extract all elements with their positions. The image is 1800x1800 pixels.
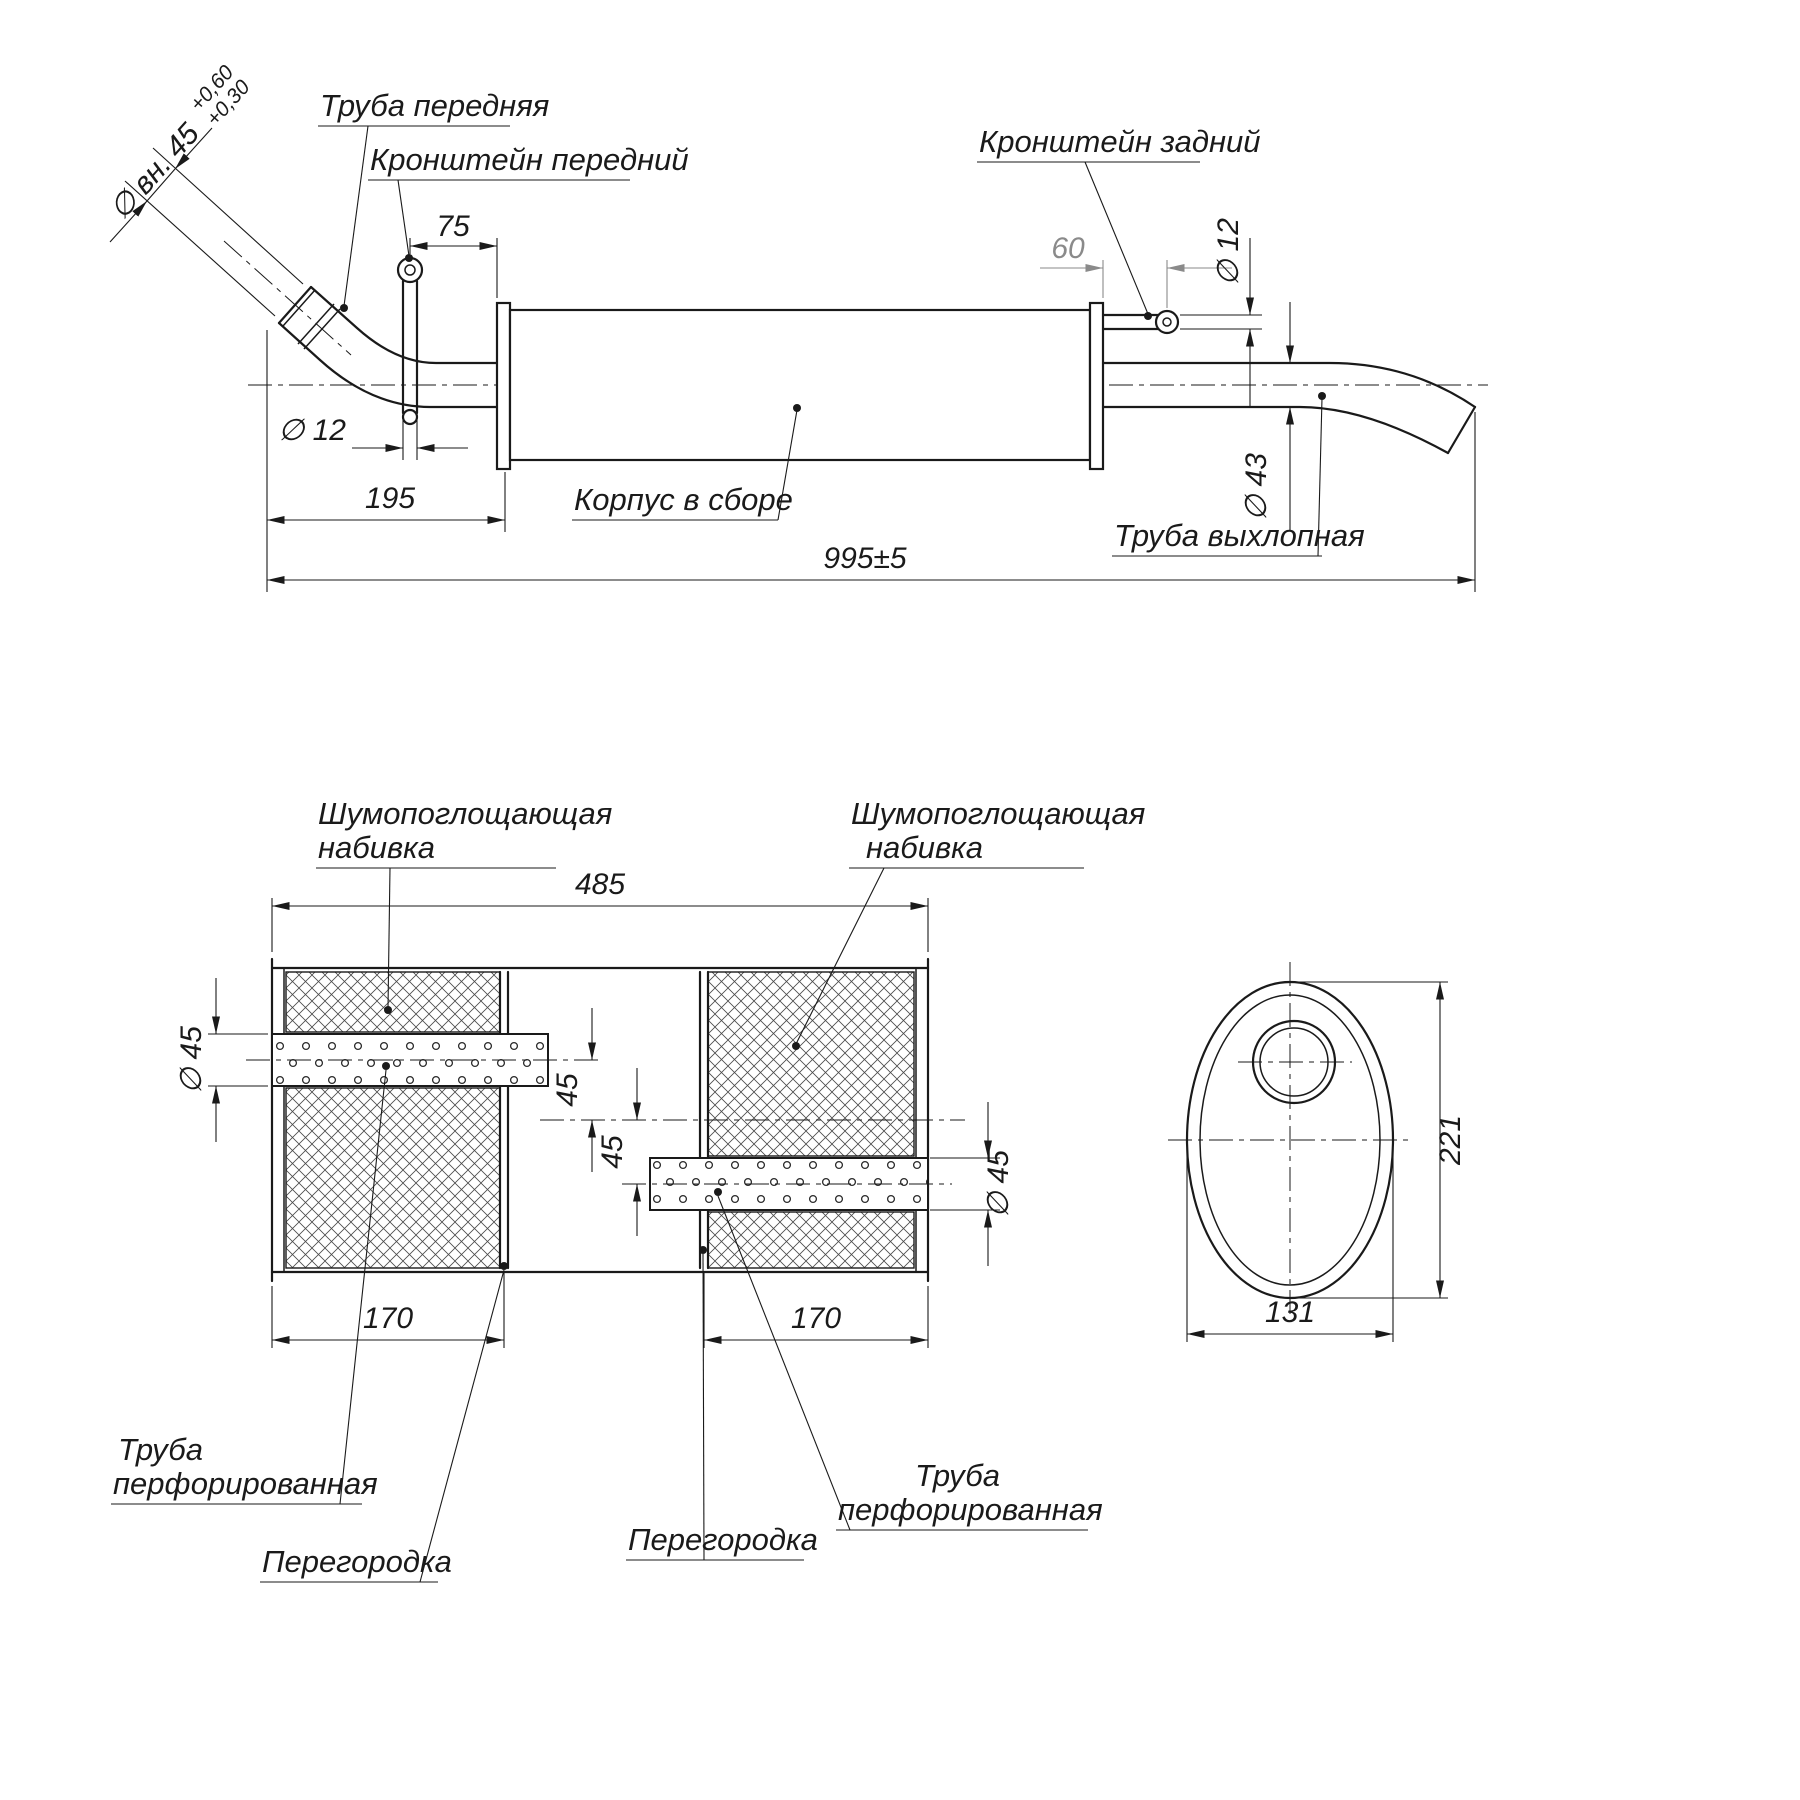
dim-offset-left-45: 45 — [551, 1008, 596, 1172]
label-baffle-right: Перегородка — [626, 1246, 818, 1561]
svg-text:Шумопоглощающая: Шумопоглощающая — [851, 796, 1145, 831]
label-rear-bracket: Кронштейн задний — [977, 124, 1261, 320]
dim-offset-left-text: 45 — [551, 1073, 584, 1107]
dim-170-right-text: 170 — [791, 1302, 841, 1335]
label-front-pipe: Труба передняя — [318, 88, 549, 312]
svg-text:перфорированная: перфорированная — [113, 1466, 378, 1501]
inlet-centerline — [223, 240, 352, 356]
dim-front-bracket-dia-text: ∅ 12 — [278, 414, 346, 447]
svg-text:набивка: набивка — [318, 830, 435, 865]
dim-exhaust-dia: ∅ 43 — [1240, 302, 1294, 530]
section-view: 485 ∅ 45 45 45 ∅ 45 — [111, 796, 1145, 1583]
dim-195-text: 195 — [365, 482, 415, 515]
dim-end-width-131: 131 — [1186, 1148, 1394, 1342]
dim-left-pipe-dia: ∅ 45 — [175, 978, 268, 1142]
label-exhaust-pipe: Труба выхлопная — [1112, 392, 1365, 557]
rear-bracket-outline — [1101, 309, 1180, 335]
label-packing-left: Шумопоглощающая набивка — [316, 796, 612, 1014]
label-perforated-pipe-left: Труба перфорированная — [111, 1062, 390, 1505]
svg-text:Перегородка: Перегородка — [628, 1522, 818, 1557]
dim-221-text: 221 — [1434, 1115, 1467, 1166]
svg-text:перфорированная: перфорированная — [838, 1492, 1103, 1527]
label-packing-right: Шумопоглощающая набивка — [792, 796, 1145, 1050]
dim-995-text: 995±5 — [823, 542, 907, 575]
dim-170-left-text: 170 — [363, 1302, 413, 1335]
dim-left-pipe-dia-text: ∅ 45 — [175, 1026, 208, 1094]
svg-text:Кронштейн передний: Кронштейн передний — [370, 142, 689, 177]
dim-pack-left-170: 170 — [271, 1272, 505, 1348]
label-baffle-left: Перегородка — [260, 1262, 508, 1583]
dim-front-bracket-dia: ∅ 12 — [278, 414, 468, 460]
label-front-bracket: Кронштейн передний — [368, 142, 689, 262]
svg-text:Корпус в сборе: Корпус в сборе — [574, 482, 793, 517]
end-view: 221 131 — [1168, 962, 1467, 1342]
dim-end-height-221: 221 — [1298, 981, 1467, 1299]
packing-hatch-areas — [285, 971, 915, 1269]
dim-75-text: 75 — [436, 210, 470, 243]
dim-bracket-offset-75: 75 — [409, 210, 498, 298]
svg-text:набивка: набивка — [866, 830, 983, 865]
svg-text:Труба выхлопная: Труба выхлопная — [1114, 518, 1365, 553]
front-bracket-outline — [396, 256, 424, 426]
dim-rear-bracket-dia-text: ∅ 12 — [1212, 218, 1245, 286]
dim-right-pipe-dia: ∅ 45 — [930, 1102, 1015, 1266]
svg-text:Кронштейн задний: Кронштейн задний — [979, 124, 1261, 159]
dim-rear-offset-60: 60 — [1040, 232, 1232, 308]
label-perforated-pipe-right: Труба перфорированная — [714, 1188, 1103, 1531]
dim-rear-bracket-dia: ∅ 12 — [1180, 218, 1262, 406]
svg-text:Шумопоглощающая: Шумопоглощающая — [318, 796, 612, 831]
dim-front-length-195: 195 — [266, 330, 506, 592]
dim-body-length-485: 485 — [271, 868, 929, 952]
dim-pack-right-170: 170 — [703, 1272, 929, 1348]
svg-text:Труба: Труба — [118, 1432, 203, 1467]
dim-exhaust-dia-text: ∅ 43 — [1240, 453, 1273, 521]
svg-text:Перегородка: Перегородка — [262, 1544, 452, 1579]
dim-offset-right-text: 45 — [596, 1135, 629, 1169]
baffle-left-outline — [498, 970, 510, 1270]
exhaust-pipe-outline — [1101, 361, 1477, 455]
front-pipe-outline — [277, 285, 507, 409]
dim-485-text: 485 — [575, 868, 625, 901]
dim-60-text: 60 — [1051, 232, 1085, 265]
svg-text:Труба: Труба — [915, 1458, 1000, 1493]
label-body-assembly: Корпус в сборе — [572, 404, 801, 521]
dim-total-length: 995±5 — [267, 412, 1476, 592]
shell-outline — [270, 957, 930, 1283]
muffler-body-outline — [495, 301, 1105, 471]
dim-131-text: 131 — [1265, 1296, 1315, 1329]
svg-text:Труба передняя: Труба передняя — [320, 88, 549, 123]
dim-right-pipe-dia-text: ∅ 45 — [982, 1150, 1015, 1218]
dim-offset-right-45: 45 — [596, 1068, 641, 1236]
